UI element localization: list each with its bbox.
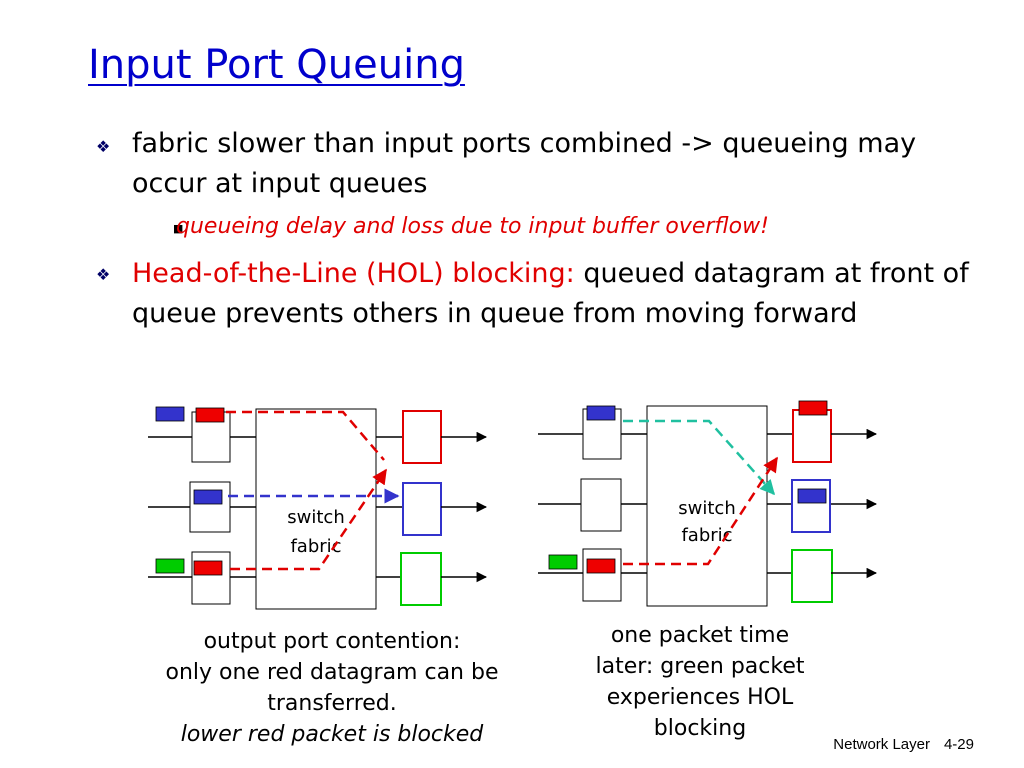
input-queue-3 [191,551,231,605]
red-path-bottom [230,468,388,571]
left-caption: output port contention: only one red dat… [142,626,522,750]
left-diagram: switch fabric [148,406,488,610]
footer-section: Network Layer [833,736,930,753]
fabric-label-2: fabric [290,536,341,557]
left-caption-line-3: transferred. [267,691,397,716]
packet-blue [155,406,185,422]
right-caption-line-3: experiences HOL [606,685,794,710]
input-queue-3 [582,548,622,602]
right-caption-line-2: later: green packet [595,654,805,679]
bullet-1-text: fabric slower than input ports combined … [132,128,917,199]
input-queue-2 [580,478,622,532]
output-queue-red [792,409,832,463]
footer-page-number: 4-29 [943,736,974,753]
bullet-diamond-icon: ❖ [96,265,111,284]
output-queue-green [400,552,442,606]
right-diagram: switch fabric [538,400,878,607]
packet-red [193,560,223,576]
right-caption-line-1: one packet time [610,623,790,648]
sub-bullet-text: queueing delay and loss due to input buf… [176,214,769,239]
output-queue-blue [791,479,831,533]
sub-bullet-square-icon: ■ [173,222,184,235]
packet-red [798,400,828,416]
bullet-diamond-icon: ❖ [96,137,111,156]
packet-blue [797,488,827,504]
output-queue-red [402,410,442,464]
left-caption-line-2: only one red datagram can be [165,660,499,685]
right-caption-line-4: blocking [653,716,747,741]
packet-green [155,558,185,574]
slide-footer: Network Layer 4-29 [833,736,974,753]
left-caption-line-4: lower red packet is blocked [180,722,484,747]
bullet-2-body: queued datagram at front of queue preven… [132,258,969,329]
packet-red [195,407,225,423]
packet-blue [193,489,223,505]
fabric-label-1: switch [287,507,344,528]
switch-fabric [646,405,768,607]
teal-path [623,419,775,496]
switch-fabric [255,408,377,610]
packet-blue [586,405,616,421]
bullet-2-text: Head-of-the-Line (HOL) blocking: queued … [132,254,972,334]
red-path-blocked [623,456,779,566]
left-caption-line-1: output port contention: [203,629,461,654]
output-queue-green [791,549,833,603]
fabric-label-1: switch [678,498,735,519]
right-caption: one packet time later: green packet expe… [560,620,840,744]
packet-green [548,554,578,570]
slide-title: Input Port Queuing [88,42,465,88]
hol-highlight: Head-of-the-Line (HOL) blocking: [132,258,575,289]
output-queue-blue [402,482,442,536]
input-queue-2 [189,481,231,533]
packet-red [586,558,616,574]
red-path-top [226,410,385,461]
fabric-label-2: fabric [681,525,732,546]
